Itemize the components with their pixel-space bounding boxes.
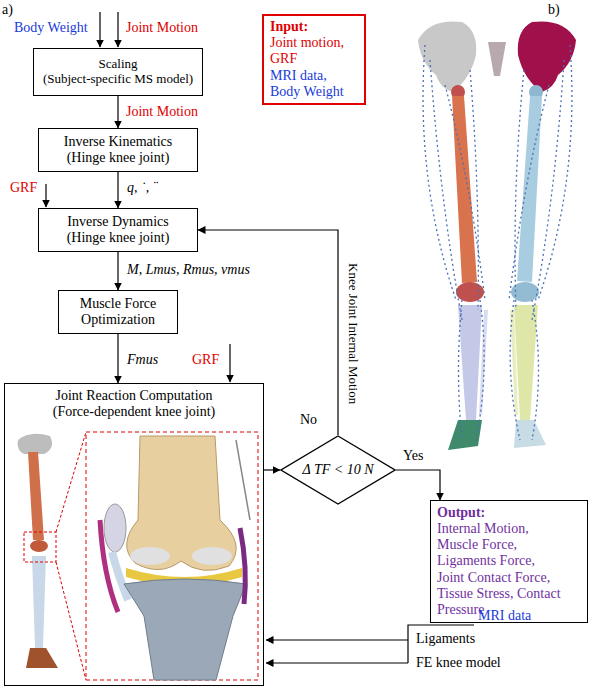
text-label: MRI data [478, 608, 531, 624]
connector-arrow [198, 230, 338, 435]
process-box: Joint Reaction Computation(Force-depende… [4, 383, 264, 686]
text-label: FE knee model [416, 655, 501, 671]
text-label: GRF [192, 352, 219, 368]
node-title: Output: [437, 505, 485, 521]
connector-arrow [117, 172, 118, 208]
node-text: Joint motion, GRF [270, 35, 360, 67]
node-text: MRI data, Body Weight [270, 68, 360, 100]
text-label: Joint Motion [126, 20, 198, 36]
output-box: Output:Internal Motion, Muscle Force, Li… [430, 500, 588, 623]
skeleton-model [418, 21, 576, 450]
small-leg-model [18, 432, 86, 680]
node-title: Inverse Dynamics [67, 214, 168, 230]
process-box: Scaling(Subject-specific MS model) [33, 48, 203, 96]
node-title: Input: [270, 19, 360, 35]
connector-arrow [117, 252, 118, 290]
connector-arrow [264, 469, 280, 470]
node-text: Internal Motion, Muscle Force, Ligaments… [437, 521, 561, 618]
connector-arrow [117, 96, 118, 128]
text-label: Ligaments [416, 631, 475, 647]
node-content: Inverse Dynamics(Hinge knee joint) [67, 214, 170, 246]
node-content: Inverse Kinematics(Hinge knee joint) [64, 134, 172, 166]
edge-label: Joint Motion [125, 104, 199, 120]
node-title: Scaling [99, 57, 138, 72]
node-content: Output:Internal Motion, Muscle Force, Li… [437, 505, 561, 618]
edge-label: Fmus [126, 352, 159, 368]
node-text: (Force-dependent knee joint) [53, 404, 216, 420]
node-text: (Hinge knee joint) [67, 230, 170, 246]
node-title: Inverse Kinematics [64, 134, 172, 150]
edge-label: Yes [402, 448, 424, 464]
node-content: Input:Joint motion, GRFMRI data, Body We… [270, 19, 360, 99]
input-arrows [46, 12, 408, 663]
node-content: Joint Reaction Computation(Force-depende… [53, 388, 216, 420]
text-label: b) [548, 2, 560, 18]
connector-arrow [117, 334, 118, 383]
process-box: Inverse Kinematics(Hinge knee joint) [38, 128, 198, 172]
fe-knee-model [86, 432, 258, 680]
process-box: Muscle Force Optimization [58, 290, 178, 334]
connector-arrow [396, 470, 440, 500]
node-title: Joint Reaction Computation [55, 388, 212, 404]
input-box: Input:Joint motion, GRFMRI data, Body We… [262, 14, 366, 105]
node-text: (Subject-specific MS model) [43, 72, 193, 87]
text-label: GRF [10, 180, 37, 196]
edge-label: q, ˙, ¨ [126, 180, 158, 196]
node-title: Δ TF < 10 N [302, 462, 373, 478]
node-content: Muscle Force Optimization [65, 296, 171, 328]
edge-label: Knee Joint Internal Motion [345, 262, 360, 405]
node-content: Δ TF < 10 N [302, 462, 373, 478]
text-label: a) [2, 2, 13, 18]
decision-diamond: Δ TF < 10 N [280, 435, 396, 505]
node-title: Muscle Force Optimization [65, 296, 171, 328]
text-label: Body Weight [14, 20, 88, 36]
text-label: No [300, 412, 317, 428]
process-box: Inverse Dynamics(Hinge knee joint) [38, 208, 198, 252]
node-text: (Hinge knee joint) [67, 150, 170, 166]
edge-label: M, Lmus, Rmus, vmus [126, 262, 251, 278]
node-content: Scaling(Subject-specific MS model) [43, 57, 193, 87]
